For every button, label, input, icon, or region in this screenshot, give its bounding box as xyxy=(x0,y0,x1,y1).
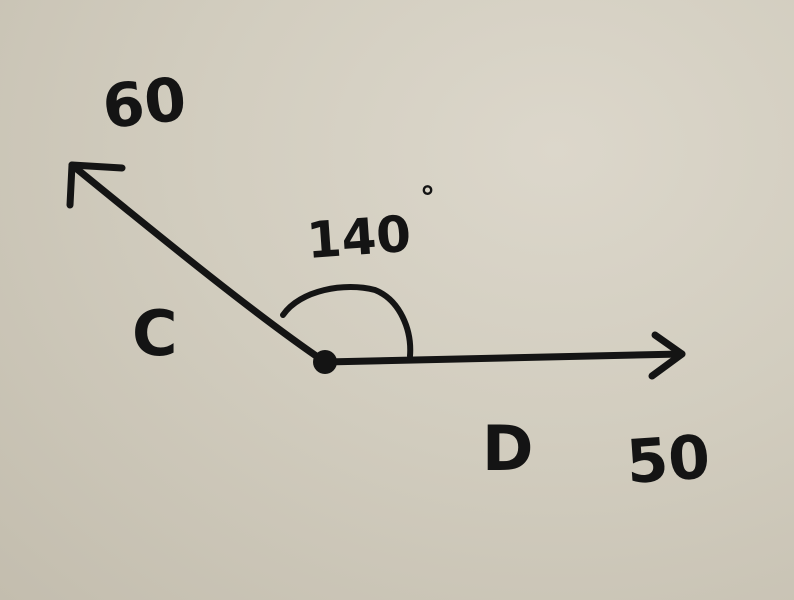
vector-c-arrowhead xyxy=(66,161,126,209)
angle-degree-symbol: ° xyxy=(420,181,435,216)
vector-c-magnitude: 60 xyxy=(99,65,189,143)
angle-value: 140 xyxy=(305,205,413,270)
vector-d-arrowhead xyxy=(648,331,686,380)
vector-d-label: D xyxy=(482,412,533,485)
vector-c-shaft xyxy=(68,161,329,366)
vector-c-label: C xyxy=(132,297,178,370)
vector-d-shaft xyxy=(321,350,686,366)
vector-c xyxy=(66,161,329,366)
angle-arc xyxy=(280,284,414,359)
vector-d xyxy=(321,331,686,380)
origin-point xyxy=(313,350,337,374)
vector-d-magnitude: 50 xyxy=(624,422,712,498)
